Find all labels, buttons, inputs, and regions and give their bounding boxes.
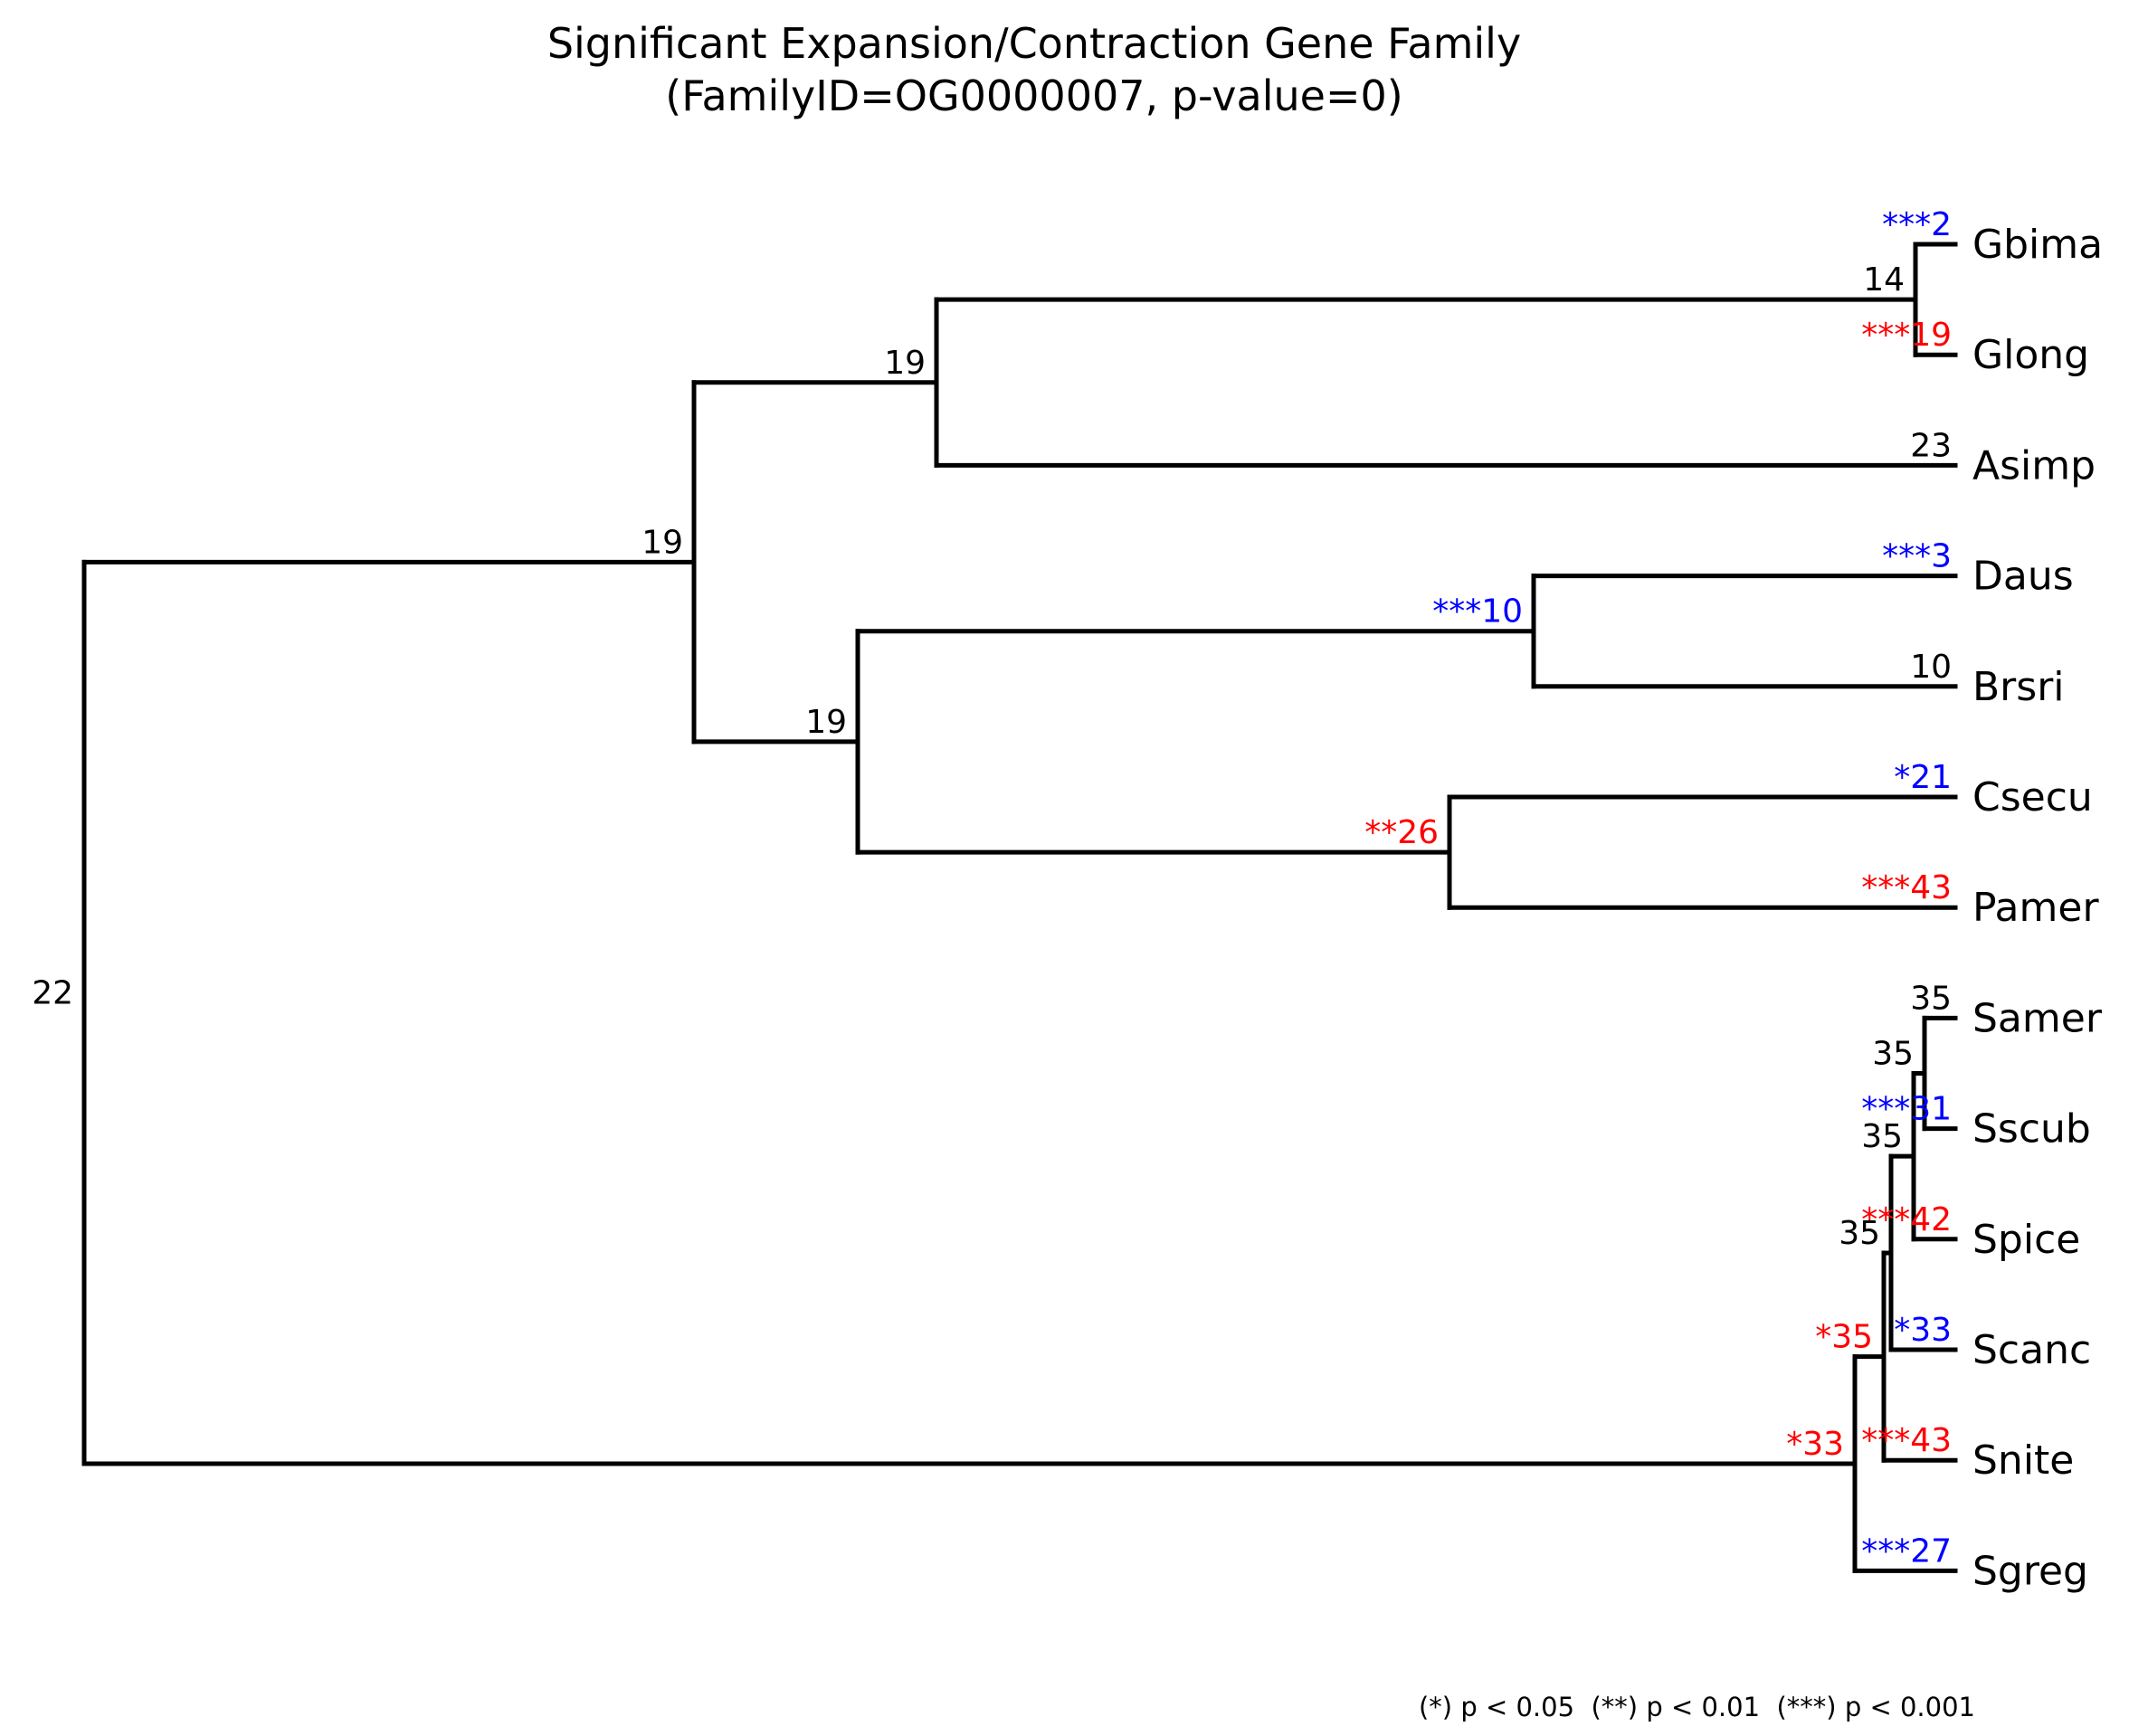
node-count-label: 14 bbox=[1863, 261, 1905, 299]
node-count-label: *33 bbox=[1786, 1426, 1844, 1463]
significance-legend: (*) p < 0.05 (**) p < 0.01 (***) p < 0.0… bbox=[1419, 1692, 1975, 1722]
tip-count-label: ***43 bbox=[1861, 1422, 1952, 1459]
species-name: Csecu bbox=[1972, 774, 2093, 821]
tip-count-label: 23 bbox=[1910, 427, 1952, 464]
node-count-label: 22 bbox=[32, 975, 73, 1012]
tip-count-label: *21 bbox=[1894, 759, 1952, 796]
species-name: Sgreg bbox=[1972, 1548, 2088, 1594]
tip-count-label: 10 bbox=[1910, 649, 1952, 686]
species-name: Gbima bbox=[1972, 222, 2103, 268]
tip-count-label: ***27 bbox=[1861, 1532, 1952, 1570]
species-name: Pamer bbox=[1972, 885, 2099, 931]
tip-count-label: ***19 bbox=[1861, 317, 1952, 354]
tip-count-label: ***3 bbox=[1882, 538, 1952, 575]
figure-title-line1: Significant Expansion/Contraction Gene F… bbox=[547, 19, 1521, 68]
node-count-label: 19 bbox=[884, 345, 926, 382]
species-name: Samer bbox=[1972, 995, 2103, 1041]
tip-count-label: 35 bbox=[1910, 980, 1952, 1017]
figure-title-line2: (FamilyID=OG0000007, p-value=0) bbox=[665, 71, 1402, 120]
species-name: Glong bbox=[1972, 332, 2089, 378]
node-count-label: 35 bbox=[1861, 1118, 1903, 1155]
species-name: Asimp bbox=[1972, 442, 2096, 489]
phylogenetic-tree: ***2 Gbima ***19 Glong 14 23 Asimp 19 ***3 Daus 10… bbox=[32, 206, 2103, 1594]
node-count-label: ***10 bbox=[1432, 593, 1523, 631]
species-name: Spice bbox=[1972, 1217, 2080, 1263]
species-name: Snite bbox=[1972, 1437, 2074, 1484]
species-name: Scanc bbox=[1972, 1327, 2091, 1373]
node-count-label: **26 bbox=[1364, 814, 1439, 851]
node-count-label: 19 bbox=[805, 704, 847, 741]
tip-count-label: ***43 bbox=[1861, 869, 1952, 906]
species-name: Brsri bbox=[1972, 664, 2065, 710]
node-count-label: 35 bbox=[1839, 1215, 1880, 1252]
species-name: Daus bbox=[1972, 554, 2074, 600]
tip-count-label: ***2 bbox=[1882, 206, 1952, 243]
node-count-label: 19 bbox=[642, 524, 683, 561]
tip-count-label: ***42 bbox=[1861, 1201, 1952, 1238]
node-count-label: *35 bbox=[1815, 1319, 1873, 1356]
tip-count-label: ***31 bbox=[1861, 1091, 1952, 1128]
node-count-label: 35 bbox=[1872, 1036, 1914, 1073]
tip-count-label: *33 bbox=[1894, 1312, 1952, 1349]
species-name: Sscub bbox=[1972, 1106, 2091, 1153]
